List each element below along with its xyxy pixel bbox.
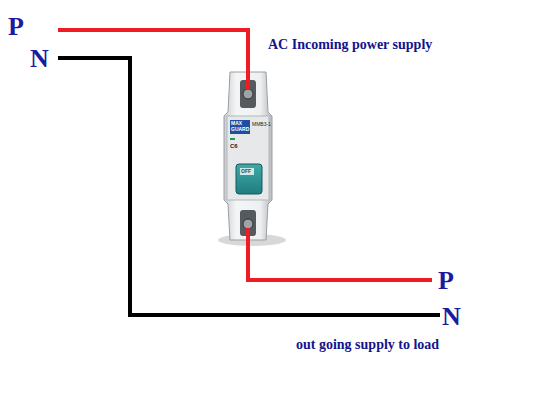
indicator bbox=[230, 138, 235, 140]
neutral-wire bbox=[58, 58, 440, 315]
toggle-state: OFF bbox=[241, 169, 251, 174]
model-number: MMB3-1 bbox=[252, 122, 271, 127]
rating-mark: C6 bbox=[230, 143, 238, 149]
supply-caption: AC Incoming power supply bbox=[268, 38, 432, 52]
phase-wire-out bbox=[248, 228, 432, 280]
phase-label: P bbox=[438, 268, 454, 294]
phase-label: P bbox=[8, 14, 24, 40]
brand-patch bbox=[230, 120, 250, 134]
toggle-lever bbox=[236, 164, 262, 194]
neutral-label: N bbox=[30, 46, 49, 72]
neutral-label: N bbox=[442, 304, 461, 330]
phase-wire-in bbox=[58, 30, 248, 90]
terminal-screw bbox=[243, 219, 253, 229]
load-caption: out going supply to load bbox=[296, 338, 439, 352]
terminal-screw bbox=[243, 89, 253, 99]
brand-name: MAX GUARD bbox=[231, 121, 249, 132]
front-panel bbox=[227, 116, 269, 200]
breaker-body bbox=[224, 72, 272, 240]
toggle-window bbox=[240, 168, 254, 175]
